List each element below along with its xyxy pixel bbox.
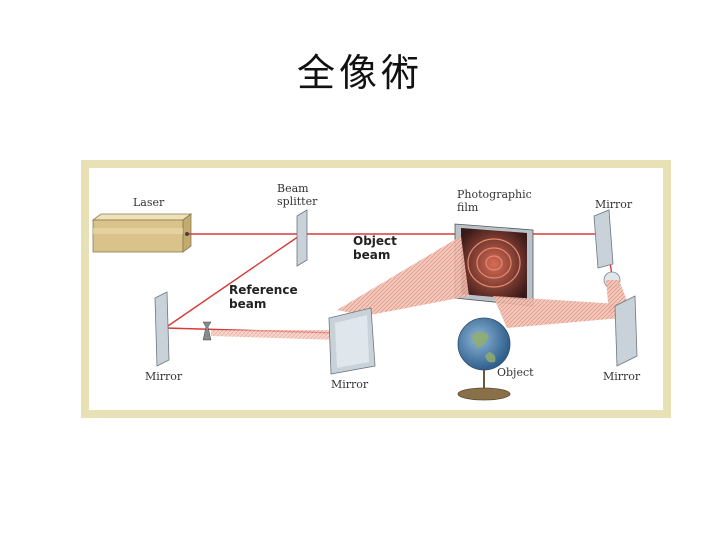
mirror-top-right xyxy=(593,209,614,269)
beam-splitter-label-line1: Beam xyxy=(277,182,309,195)
spread-beams xyxy=(211,236,629,340)
holography-diagram: Laser Beam splitter Photographic film Mi… xyxy=(91,182,641,401)
figure-canvas: Laser Beam splitter Photographic film Mi… xyxy=(89,168,663,410)
object-beam-label-line2: beam xyxy=(353,248,390,262)
globe-object xyxy=(457,317,511,401)
mirror-right xyxy=(614,295,638,367)
photographic-film-label-line1: Photographic xyxy=(457,188,532,201)
mirror-right-label: Mirror xyxy=(603,370,641,383)
laser-label: Laser xyxy=(133,196,165,209)
beam-splitter-label-line2: splitter xyxy=(277,195,318,208)
laser xyxy=(91,213,193,253)
reference-beam-label-line1: Reference xyxy=(229,283,298,297)
object-label: Object xyxy=(497,366,534,379)
laser-beam-paths xyxy=(164,233,613,334)
mirror-top-right-label: Mirror xyxy=(595,198,633,211)
mirror-center xyxy=(328,307,376,375)
page-title: 全像術 xyxy=(296,51,423,95)
mirror-left xyxy=(154,291,170,367)
mirror-left-label: Mirror xyxy=(145,370,183,383)
object-beam-label-line1: Object xyxy=(353,234,397,248)
mirror-center-label: Mirror xyxy=(331,378,369,391)
beam-splitter xyxy=(296,209,308,267)
photographic-film-label-line2: film xyxy=(457,201,479,214)
diverging-lens-left xyxy=(202,321,212,341)
holography-figure: Laser Beam splitter Photographic film Mi… xyxy=(81,160,671,418)
reference-beam-label-line2: beam xyxy=(229,297,266,311)
